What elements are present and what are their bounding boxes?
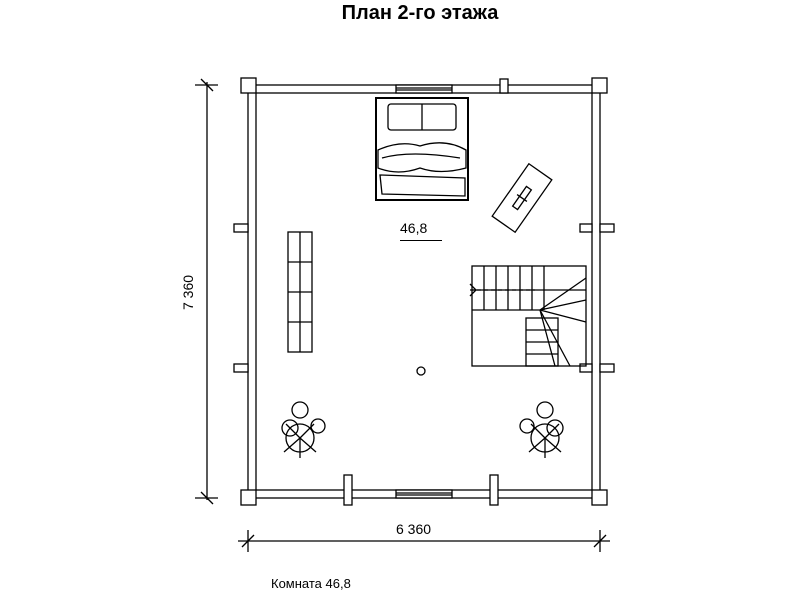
desk <box>491 162 553 234</box>
plan-title: План 2-го этажа <box>341 2 499 24</box>
dimension-line-vertical <box>195 78 218 505</box>
window-top <box>395 84 453 94</box>
dimension-height: 7 360 <box>180 274 196 310</box>
log-ends <box>233 77 615 506</box>
window-bottom <box>395 489 453 499</box>
staircase <box>469 265 587 367</box>
dimension-width: 6 360 <box>396 521 432 537</box>
sofa <box>287 231 313 353</box>
plant-right <box>519 401 564 458</box>
room-legend: Комната 46,8 <box>271 576 351 591</box>
column <box>416 366 426 376</box>
room-area-label: 46,8 <box>400 220 442 241</box>
bed <box>375 97 469 201</box>
plant-left <box>281 401 326 458</box>
dimension-line-horizontal <box>238 530 610 552</box>
